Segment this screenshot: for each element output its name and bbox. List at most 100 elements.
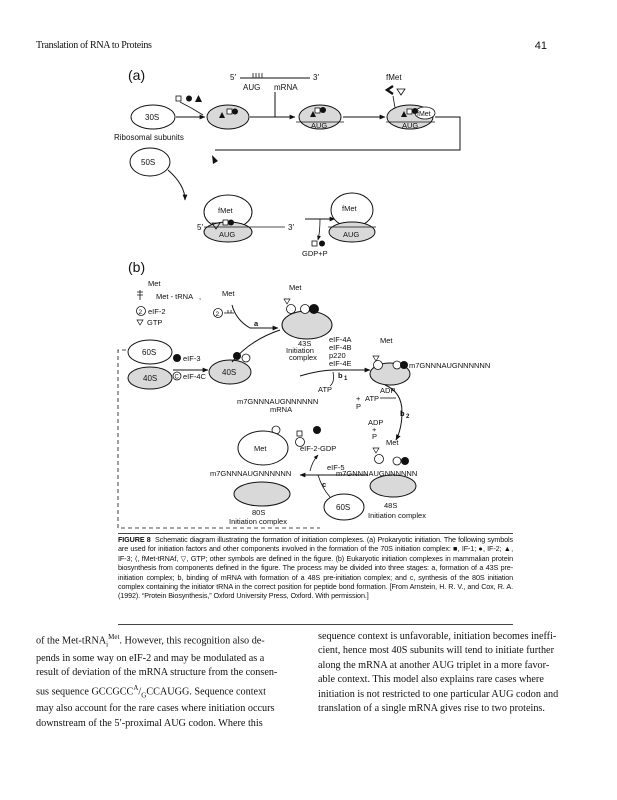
svg-text:m7GNNNAUGNNNNNN: m7GNNNAUGNNNNNN — [210, 469, 291, 478]
complex-48s — [369, 474, 417, 498]
figure-diagram: (a) 5′ 3′ AUG mRNA fMet 30S Ribosomal su… — [114, 67, 490, 529]
met-trna-label: Met - tRNA — [156, 292, 193, 301]
svg-text:AUG: AUG — [343, 230, 359, 239]
svg-text:Met: Met — [380, 336, 393, 345]
svg-text:40S: 40S — [222, 368, 236, 377]
svg-text:P: P — [372, 432, 377, 441]
svg-text:ATP: ATP — [365, 394, 379, 403]
svg-text:5′: 5′ — [197, 223, 203, 232]
svg-text:40S: 40S — [143, 374, 157, 383]
figure-caption: FIGURE 8 Schematic diagram illustrating … — [118, 535, 513, 601]
svg-text:48S: 48S — [384, 501, 397, 510]
svg-text:fMet: fMet — [218, 206, 234, 215]
svg-text:mRNA: mRNA — [270, 405, 292, 414]
svg-text:eIF-4E: eIF-4E — [329, 359, 352, 368]
eif2-label: eIF-2 — [148, 307, 166, 316]
svg-text:complex: complex — [289, 353, 317, 362]
svg-text:2: 2 — [406, 414, 410, 420]
svg-text:Met: Met — [254, 444, 267, 453]
caption-bottom-rule — [118, 624, 513, 625]
caption-top-rule — [118, 533, 513, 534]
label-30s: 30S — [145, 113, 159, 122]
svg-text:AUG: AUG — [219, 230, 235, 239]
svg-text:m7GNNNAUGNNNNNN: m7GNNNAUGNNNNNN — [336, 469, 417, 478]
running-title: Translation of RNA to Proteins — [36, 40, 152, 51]
svg-text:ADP: ADP — [368, 418, 383, 427]
svg-text:80S: 80S — [252, 508, 265, 517]
svg-text:a: a — [254, 319, 259, 328]
svg-text:P: P — [356, 402, 361, 411]
svg-text:1: 1 — [344, 376, 348, 382]
svg-text:2: 2 — [216, 311, 220, 318]
svg-text:60S: 60S — [336, 503, 350, 512]
gtp-triangle-icon — [396, 88, 406, 96]
svg-text:+: + — [372, 425, 377, 434]
subunit-50s — [129, 147, 171, 177]
svg-text:eIF-4A: eIF-4A — [329, 335, 352, 344]
page-number: 41 — [534, 40, 547, 52]
if2-dot-icon — [186, 95, 192, 102]
mrna-sequence-right: m7GNNNAUGNNNNNN — [409, 361, 490, 370]
svg-text:AUG: AUG — [402, 121, 418, 130]
panel-b-label: (b) — [128, 259, 145, 275]
caption-text: Schematic diagram illustrating the forma… — [118, 535, 514, 601]
gtp-label: GTP — [147, 318, 162, 327]
ribosome-80s-large — [237, 430, 289, 466]
complex-43s — [281, 310, 333, 340]
label-50s: 50S — [141, 158, 155, 167]
ribosome-80s-small — [233, 481, 291, 507]
subunit-30s-if-bound — [206, 104, 250, 130]
svg-text:p220: p220 — [329, 351, 346, 360]
subunit-60s-joining — [323, 493, 365, 521]
subunit-40s-pool — [127, 366, 173, 390]
mrna-label: mRNA — [274, 83, 298, 92]
subunit-30s-mrna — [298, 104, 342, 130]
if1-square-icon — [175, 95, 182, 102]
svg-text:Initiation: Initiation — [286, 346, 314, 355]
mrna-5prime: 5′ — [230, 73, 236, 82]
svg-text:C: C — [175, 375, 180, 381]
svg-text:3′: 3′ — [288, 223, 294, 232]
panel-a-label: (a) — [128, 67, 145, 83]
svg-text:eIF-2-GDP: eIF-2-GDP — [300, 444, 336, 453]
figure-label: FIGURE 8 — [118, 535, 151, 544]
svg-text:Initiation complex: Initiation complex — [229, 517, 287, 526]
svg-text:eIF-4B: eIF-4B — [329, 343, 352, 352]
svg-text:eIF-5: eIF-5 — [327, 463, 345, 472]
eif4c-label: eIF-4C — [183, 372, 207, 381]
svg-text:fMet: fMet — [342, 204, 358, 213]
svg-text:Met: Met — [386, 438, 399, 447]
svg-text:Met: Met — [289, 283, 302, 292]
svg-text:b: b — [338, 371, 343, 380]
subunit-40s-factors — [208, 359, 252, 385]
codon-ticks — [252, 73, 263, 78]
svg-text:c: c — [322, 480, 326, 489]
label-43s: 43S — [298, 339, 311, 348]
svg-text:Initiation complex: Initiation complex — [368, 511, 426, 520]
fmet-label: fMet — [386, 73, 402, 82]
svg-text:2: 2 — [139, 309, 143, 316]
svg-text:Met: Met — [222, 289, 235, 298]
body-column-right: sequence context is unfavorable, initiat… — [318, 631, 559, 715]
body-column-left: of the Met-tRNAiMet. However, this recog… — [36, 633, 278, 729]
svg-text:+: + — [356, 394, 361, 403]
svg-text:60S: 60S — [142, 348, 156, 357]
svg-text:ATP: ATP — [318, 385, 332, 394]
subunit-60s-pool — [127, 339, 173, 365]
svg-text:ADP: ADP — [380, 386, 395, 395]
if3-triangle-icon — [195, 95, 202, 102]
mrna-3prime: 3′ — [313, 73, 319, 82]
svg-text:fMet: fMet — [417, 111, 431, 118]
subunit-30s — [130, 104, 176, 130]
met-label: Met — [148, 279, 161, 288]
gdp-p-label: GDP+P — [302, 249, 328, 258]
svg-text:b: b — [400, 409, 405, 418]
aug-label: AUG — [243, 83, 260, 92]
ribosomal-subunits-label: Ribosomal subunits — [114, 133, 184, 142]
svg-text:,: , — [199, 292, 201, 301]
mrna-sequence-left: m7GNNNAUGNNNNNN — [237, 397, 318, 406]
svg-text:AUG: AUG — [311, 121, 327, 130]
trna-symbol-icon — [384, 85, 394, 95]
if3-release-icon — [212, 155, 218, 164]
eif3-label: eIF-3 — [183, 354, 201, 363]
